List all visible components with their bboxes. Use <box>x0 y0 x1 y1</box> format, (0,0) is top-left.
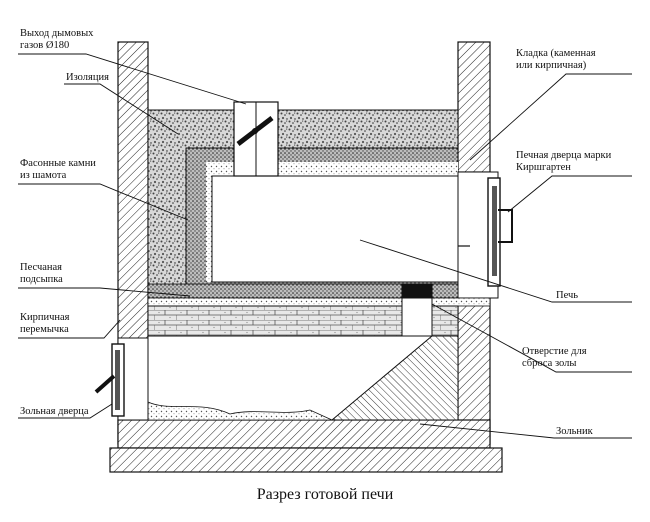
label-ash-door: Зольная дверца <box>20 406 89 417</box>
label-fireclay-stones: Фасонные камни из шамота <box>20 158 96 181</box>
label-stove-door: Печная дверца марки Киршгартен <box>516 150 612 173</box>
fireclay-shell <box>185 147 459 297</box>
label-ash-drop-opening: Отверстие для сброса золы <box>522 346 587 369</box>
sand-fill <box>147 283 491 307</box>
label-sand-fill: Песчаная подсыпка <box>20 262 63 285</box>
brick-lintel <box>147 283 459 337</box>
flue-pipe <box>233 101 279 177</box>
label-masonry: Кладка (каменная или кирпичная) <box>516 48 596 71</box>
ash-pit <box>147 335 459 421</box>
label-insulation: Изоляция <box>66 72 109 83</box>
label-brick-lintel: Кирпичная перемычка <box>20 312 70 335</box>
label-flue-outlet: Выход дымовых газов Ø180 <box>20 28 94 51</box>
ash-door <box>94 337 149 421</box>
leader-lines <box>18 53 632 439</box>
label-ash-pit: Зольник <box>556 426 593 437</box>
diagram-caption: Разрез готовой печи <box>256 486 394 503</box>
stove-door <box>457 171 513 299</box>
label-oven: Печь <box>556 290 579 301</box>
